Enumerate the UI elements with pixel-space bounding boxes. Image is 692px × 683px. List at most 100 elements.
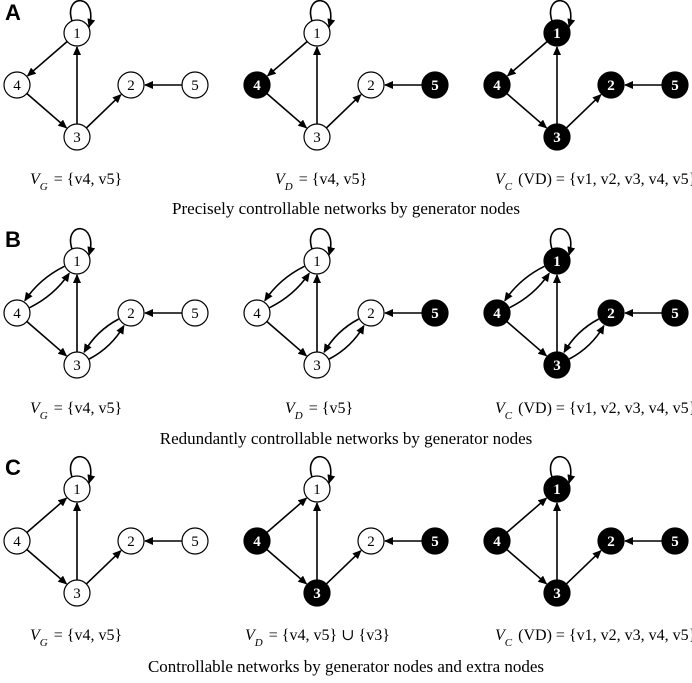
node-label-5: 5 <box>671 78 679 94</box>
self-loop-edge-1 <box>69 0 96 28</box>
edge-2-to-3 <box>323 318 360 354</box>
node-2 <box>117 299 145 327</box>
node-3 <box>63 123 91 151</box>
node-label-2: 2 <box>607 534 615 550</box>
node-2 <box>357 71 385 99</box>
node-label-4: 4 <box>493 78 501 94</box>
node-label-4: 4 <box>13 306 21 322</box>
edge-1-to-4 <box>506 40 548 77</box>
node-label-5: 5 <box>431 78 439 94</box>
formula-C-2: VD = {v4, v5} ∪ {v3} <box>245 627 390 649</box>
node-label-4: 4 <box>13 534 21 550</box>
edge-4-to-1 <box>506 497 548 534</box>
node-label-3: 3 <box>73 586 81 602</box>
node-5-driver <box>661 71 689 99</box>
formula-A-2: VD = {v4, v5} <box>275 171 367 193</box>
edge-2-to-3 <box>83 318 120 354</box>
edge-3-to-2 <box>88 324 125 360</box>
node-label-3: 3 <box>73 358 81 374</box>
edge-3-to-2 <box>325 550 362 585</box>
node-5 <box>181 527 209 555</box>
node-3 <box>303 123 331 151</box>
edge-3-to-2 <box>565 94 602 129</box>
node-label-2: 2 <box>367 78 375 94</box>
node-3-driver <box>543 579 571 607</box>
node-label-5: 5 <box>191 78 199 94</box>
edge-2-to-3 <box>563 318 600 354</box>
node-3 <box>303 351 331 379</box>
node-label-1: 1 <box>73 26 81 42</box>
node-5 <box>181 299 209 327</box>
node-label-2: 2 <box>367 534 375 550</box>
edge-3-to-2 <box>325 94 362 129</box>
node-1 <box>303 475 331 503</box>
node-4-driver <box>483 71 511 99</box>
node-label-3: 3 <box>553 358 561 374</box>
caption-B: Redundantly controllable networks by gen… <box>160 429 532 448</box>
edge-4-to-3 <box>26 92 68 129</box>
edge-1-to-4 <box>504 265 545 302</box>
node-label-1: 1 <box>553 482 561 498</box>
formula-C-1: VG = {v4, v5} <box>30 627 122 649</box>
formula-B-1: VG = {v4, v5} <box>30 400 122 422</box>
edge-4-to-3 <box>26 548 68 585</box>
edge-4-to-3 <box>506 92 548 129</box>
panel-letter-C: C <box>5 455 21 480</box>
edge-3-to-2 <box>85 94 122 129</box>
self-loop-edge-1 <box>309 455 336 484</box>
node-3-driver <box>543 123 571 151</box>
caption-C: Controllable networks by generator nodes… <box>148 657 544 676</box>
node-2 <box>117 527 145 555</box>
edge-1-to-4 <box>266 40 308 77</box>
self-loop-edge-1 <box>549 455 576 484</box>
node-5-driver <box>661 527 689 555</box>
node-label-3: 3 <box>73 130 81 146</box>
node-2 <box>357 299 385 327</box>
node-1-driver <box>543 475 571 503</box>
formula-C-3: VC (VD) = {v1, v2, v3, v4, v5} <box>495 627 692 649</box>
node-1 <box>303 19 331 47</box>
node-1 <box>63 247 91 275</box>
node-4 <box>3 299 31 327</box>
node-label-3: 3 <box>553 586 561 602</box>
edge-1-to-4 <box>26 40 68 77</box>
self-loop-edge-1 <box>549 227 576 256</box>
node-4-driver <box>243 527 271 555</box>
node-5-driver <box>421 527 449 555</box>
node-label-4: 4 <box>253 78 261 94</box>
formula-A-3: VC (VD) = {v1, v2, v3, v4, v5} <box>495 171 692 193</box>
node-2-driver <box>597 299 625 327</box>
edge-1-to-4 <box>24 265 65 302</box>
edge-1-to-4 <box>264 265 305 302</box>
edges-layer <box>24 0 662 585</box>
node-4-driver <box>483 527 511 555</box>
node-label-1: 1 <box>73 254 81 270</box>
node-label-5: 5 <box>191 534 199 550</box>
node-label-2: 2 <box>607 306 615 322</box>
node-label-4: 4 <box>493 306 501 322</box>
node-5-driver <box>661 299 689 327</box>
node-label-1: 1 <box>553 26 561 42</box>
self-loop-edge-1 <box>309 0 336 28</box>
formula-B-3: VC (VD) = {v1, v2, v3, v4, v5} <box>495 400 692 422</box>
edge-4-to-3 <box>26 320 68 357</box>
node-4-driver <box>243 71 271 99</box>
node-2 <box>357 527 385 555</box>
formula-B-2: VD = {v5} <box>285 400 353 422</box>
node-label-2: 2 <box>127 78 135 94</box>
node-5-driver <box>421 299 449 327</box>
node-label-1: 1 <box>313 26 321 42</box>
node-1 <box>63 19 91 47</box>
node-label-3: 3 <box>553 130 561 146</box>
edge-3-to-2 <box>565 550 602 585</box>
node-label-1: 1 <box>73 482 81 498</box>
formula-A-1: VG = {v4, v5} <box>30 171 122 193</box>
edge-4-to-1 <box>29 272 70 309</box>
edge-4-to-1 <box>26 497 68 534</box>
edge-4-to-1 <box>269 272 310 309</box>
self-loop-edge-1 <box>309 227 336 256</box>
node-label-5: 5 <box>431 306 439 322</box>
node-label-5: 5 <box>671 306 679 322</box>
